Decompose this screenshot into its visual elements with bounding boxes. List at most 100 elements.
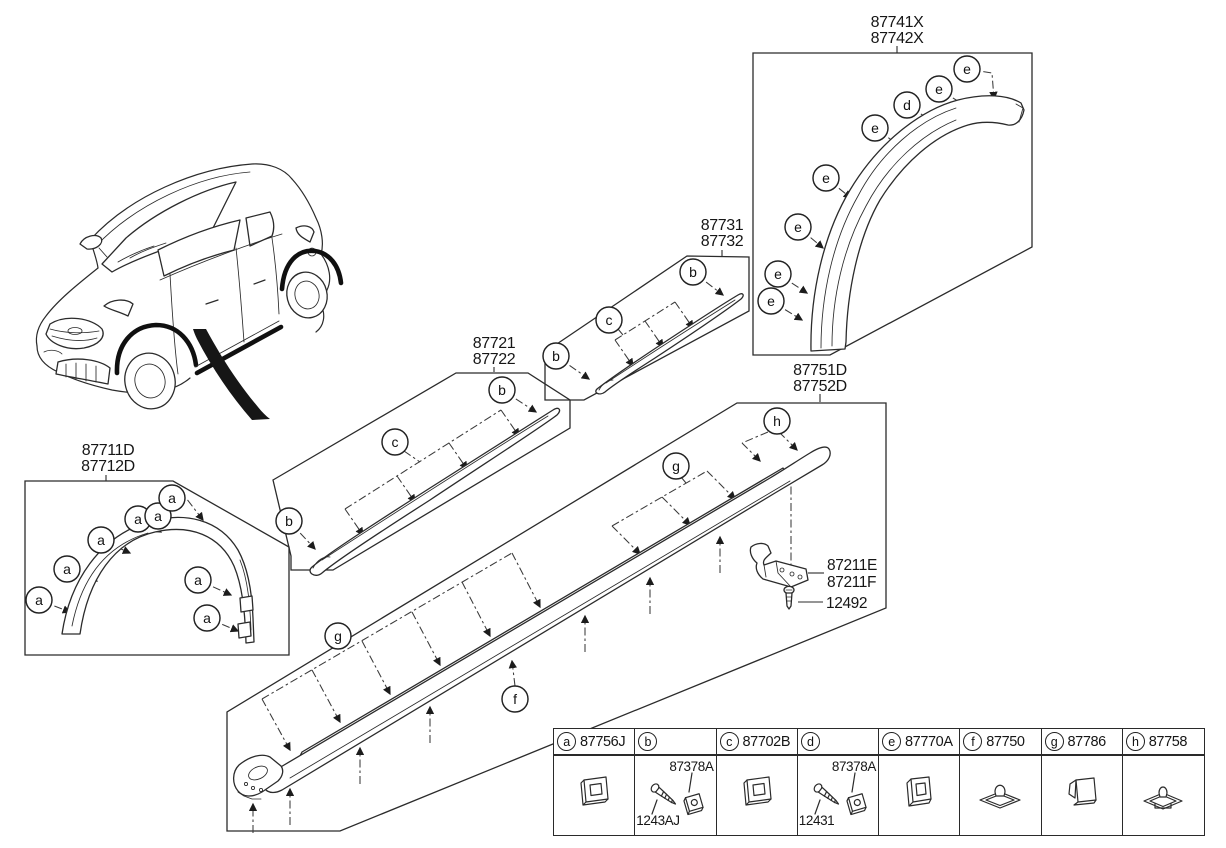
callout-e[interactable]: e <box>925 75 953 103</box>
mounting-bracket <box>749 542 809 588</box>
legend-sub-part-number: 87378A <box>831 759 877 774</box>
callout-a[interactable]: a <box>158 484 186 512</box>
callout-a[interactable]: a <box>193 604 221 632</box>
legend-cell <box>879 756 959 836</box>
legend-col-f[interactable]: f 87750 <box>960 729 1042 836</box>
retainer-clip-icon <box>580 776 609 806</box>
callout-a[interactable]: a <box>144 502 172 530</box>
section-box <box>272 372 571 571</box>
part-label[interactable]: 87751D <box>793 362 847 379</box>
legend-col-e[interactable]: e 87770A <box>879 729 961 836</box>
car-sill-accent <box>194 324 284 376</box>
svg-text:b: b <box>285 513 293 529</box>
legend-header: c 87702B <box>716 729 797 756</box>
callout-e[interactable]: e <box>764 260 792 288</box>
callout-d[interactable]: d <box>893 91 921 119</box>
svg-text:e: e <box>794 219 802 235</box>
part-label[interactable]: 87712D <box>81 458 135 475</box>
callout-c[interactable]: c <box>595 306 623 334</box>
legend-part-number: 87786 <box>1067 733 1107 750</box>
callout-e[interactable]: e <box>861 114 889 142</box>
legend-header: g 87786 <box>1041 729 1122 756</box>
retainer-clip-icon <box>743 776 772 806</box>
clip-tab <box>239 595 254 613</box>
front-door-moulding <box>309 407 561 576</box>
callout-a[interactable]: a <box>124 505 152 533</box>
screw-and-nut-icon <box>650 772 705 816</box>
legend-part-number: 87750 <box>986 733 1025 750</box>
part-label[interactable]: 87711D <box>82 442 135 459</box>
callout-b[interactable]: b <box>488 376 516 404</box>
legend-col-b[interactable]: b 87378A 1243AJ <box>635 729 717 836</box>
callout-e[interactable]: e <box>757 287 785 315</box>
car-grille <box>45 317 104 350</box>
section-box <box>752 52 1033 356</box>
callout-b[interactable]: b <box>542 342 570 370</box>
callout-c[interactable]: c <box>381 428 409 456</box>
car-headlight <box>103 299 134 317</box>
legend-cell: 87378A 1243AJ <box>635 756 715 836</box>
car-taillight <box>295 225 315 243</box>
car-front-arch-accent <box>114 322 199 376</box>
legend-key-g: g <box>1044 732 1064 751</box>
legend-part-number: 87770A <box>905 733 953 750</box>
callout-a[interactable]: a <box>184 566 212 594</box>
legend-col-c[interactable]: c 87702B <box>716 729 798 836</box>
car-rear-arch-accent <box>279 248 344 292</box>
callout-e[interactable]: e <box>784 213 812 241</box>
svg-text:a: a <box>35 592 43 608</box>
callout-g[interactable]: g <box>324 622 352 650</box>
legend-header: b <box>635 729 716 756</box>
part-label[interactable]: 12492 <box>826 595 868 612</box>
part-label[interactable]: 87752D <box>793 378 847 395</box>
legend-key-h: h <box>1125 732 1145 751</box>
svg-text:g: g <box>334 628 342 644</box>
legend-table: a 87756J b 87378A 1243AJ <box>553 728 1205 836</box>
section-side-sill-moulding: 87751D 87752D <box>226 362 887 833</box>
callout-h[interactable]: h <box>763 407 791 435</box>
screw-and-nut-icon <box>813 772 867 816</box>
part-label[interactable]: 87722 <box>473 351 516 368</box>
legend-key-b: b <box>638 732 658 751</box>
callout-a[interactable]: a <box>87 526 115 554</box>
part-label[interactable]: 87721 <box>473 335 516 352</box>
callout-f[interactable]: f <box>501 685 529 713</box>
pointer-sweep-arrow <box>193 329 270 420</box>
svg-text:e: e <box>774 266 782 282</box>
legend-col-g[interactable]: g 87786 <box>1041 729 1123 836</box>
callout-a[interactable]: a <box>53 555 81 583</box>
callout-b[interactable]: b <box>275 507 303 535</box>
legend-part-number: 87702B <box>742 733 791 750</box>
svg-text:a: a <box>63 561 71 577</box>
part-label[interactable]: 87742X <box>871 30 925 47</box>
part-label[interactable]: 87731 <box>701 217 744 234</box>
legend-cell <box>1042 756 1122 836</box>
legend-sub-part-number: 87378A <box>669 759 714 774</box>
section-box <box>24 480 290 656</box>
section-rear-door-moulding: 87731 87732 b c b <box>542 217 750 401</box>
section-front-arch-moulding: 87711D 87712D a a a a a a a a <box>24 442 290 656</box>
rear-door-moulding <box>595 293 744 395</box>
legend-col-h[interactable]: h 87758 <box>1122 729 1204 836</box>
svg-text:d: d <box>903 97 911 113</box>
part-label[interactable]: 87741X <box>871 14 925 31</box>
part-label[interactable]: 87732 <box>701 233 744 250</box>
part-label[interactable]: 87211E <box>827 557 877 574</box>
svg-text:c: c <box>392 434 399 450</box>
svg-text:e: e <box>871 120 879 136</box>
callout-e[interactable]: e <box>812 164 840 192</box>
svg-text:e: e <box>822 170 830 186</box>
legend-header: a 87756J <box>554 729 635 756</box>
legend-col-d[interactable]: d 87378A 12431 <box>797 729 879 836</box>
callout-b[interactable]: b <box>679 258 707 286</box>
legend-col-a[interactable]: a 87756J <box>554 729 636 836</box>
callout-g[interactable]: g <box>662 452 690 480</box>
callout-e[interactable]: e <box>953 55 981 83</box>
svg-text:h: h <box>773 413 781 429</box>
callout-a[interactable]: a <box>25 586 53 614</box>
part-label[interactable]: 87211F <box>827 574 876 591</box>
legend-key-c: c <box>719 732 739 751</box>
car-door-seams <box>169 237 280 375</box>
legend-key-d: d <box>800 732 820 751</box>
legend-sub-part-number: 1243AJ <box>636 813 680 828</box>
